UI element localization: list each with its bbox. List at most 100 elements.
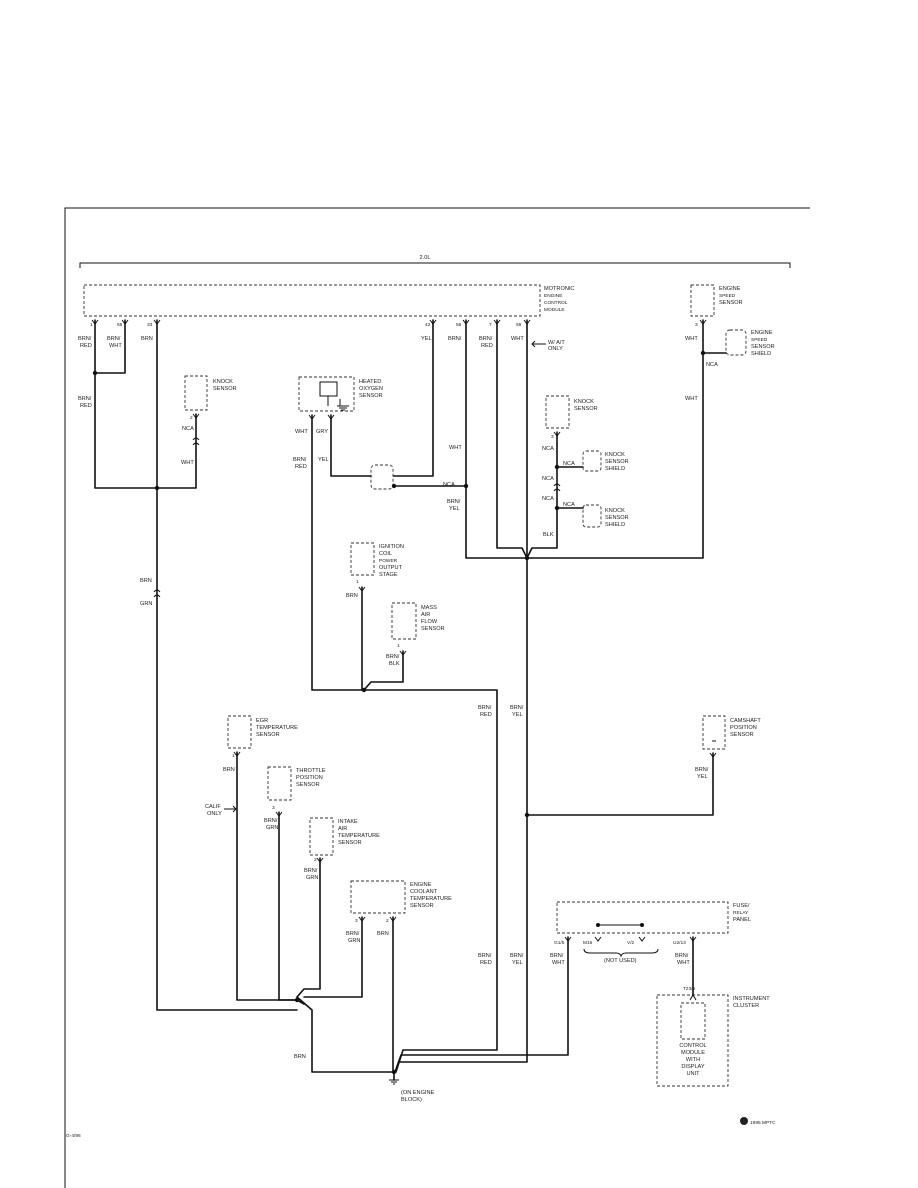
oxygen-splice-shield <box>370 464 394 490</box>
svg-text:HEATED: HEATED <box>359 379 381 385</box>
svg-text:BRN/: BRN/ <box>346 931 360 937</box>
svg-text:EGR: EGR <box>256 718 268 724</box>
svg-text:KNOCK: KNOCK <box>605 508 625 514</box>
engine-control-module: MOTRONIC ENGINE CONTROL MODULE <box>83 284 574 317</box>
intake-air-temperature-sensor: INTAKE AIR TEMPERATURE SENSOR 2 BRN/ GRN <box>304 817 380 881</box>
svg-text:BRN/: BRN/ <box>510 705 524 711</box>
svg-text:BRN/: BRN/ <box>293 457 307 463</box>
connector-arrows <box>91 319 717 1001</box>
svg-text:UNIT: UNIT <box>686 1071 700 1077</box>
svg-text:WHT: WHT <box>109 343 122 349</box>
ground: BRN (ON ENGINE BLOCK) <box>294 1054 435 1103</box>
svg-text:RED: RED <box>480 712 492 718</box>
svg-text:WHT: WHT <box>449 445 462 451</box>
svg-text:SENSOR: SENSOR <box>421 626 445 632</box>
svg-text:SPEED: SPEED <box>719 293 736 299</box>
page-frame <box>64 207 810 1188</box>
engine-speed-sensor: ENGINE SPEED SENSOR 3 WHT NCA WHT <box>685 284 743 402</box>
svg-text:KNOCK: KNOCK <box>605 452 625 458</box>
svg-text:GRN: GRN <box>306 875 318 881</box>
svg-text:GRN: GRN <box>348 938 360 944</box>
svg-text:ENGINE: ENGINE <box>719 286 741 292</box>
throttle-position-sensor: THROTTLE POSITION SENSOR 3 BRN/ GRN <box>264 766 326 831</box>
svg-text:BRN: BRN <box>294 1054 306 1060</box>
ecm-wire-labels: BRN/ RED BRN/ WHT BRN YEL BRN/ BRN/ RED … <box>78 336 565 352</box>
svg-text:INTAKE: INTAKE <box>338 819 358 825</box>
knock-sensor-2: KNOCK SENSOR 3 NCA NCA NCA NCA NCA BLK <box>542 395 598 538</box>
svg-text:NCA: NCA <box>706 362 718 368</box>
svg-text:RED: RED <box>295 464 307 470</box>
svg-text:BRN/: BRN/ <box>78 396 92 402</box>
splice-dots <box>92 350 706 1075</box>
svg-text:BRN: BRN <box>223 767 235 773</box>
svg-text:NCA: NCA <box>542 496 554 502</box>
svg-text:OUTPUT: OUTPUT <box>379 565 403 571</box>
svg-text:1: 1 <box>356 579 359 585</box>
svg-text:DISPLAY: DISPLAY <box>681 1064 704 1070</box>
svg-text:1: 1 <box>90 322 93 328</box>
svg-text:BLOCK): BLOCK) <box>401 1097 422 1103</box>
ignition-coil-power-output-stage: IGNITION COIL POWER OUTPUT STAGE 1 BRN <box>346 542 404 599</box>
svg-text:CONTROL: CONTROL <box>544 300 568 306</box>
copyright-icon <box>740 1117 748 1125</box>
svg-text:7: 7 <box>489 322 492 328</box>
svg-text:(ON ENGINE: (ON ENGINE <box>401 1090 435 1096</box>
svg-text:2: 2 <box>314 857 317 863</box>
svg-text:BLK: BLK <box>543 532 554 538</box>
svg-text:SHIELD: SHIELD <box>605 466 625 472</box>
svg-text:SENSOR: SENSOR <box>296 782 320 788</box>
svg-text:KNOCK: KNOCK <box>574 399 594 405</box>
svg-text:TEMPERATURE: TEMPERATURE <box>410 896 452 902</box>
instrument-cluster: INSTRUMENT CLUSTER T23/5 CONTROL MODULE … <box>656 986 770 1087</box>
svg-text:WHT: WHT <box>685 336 698 342</box>
svg-text:BRN/: BRN/ <box>695 767 709 773</box>
svg-text:WHT: WHT <box>511 336 524 342</box>
svg-text:1: 1 <box>232 753 235 759</box>
svg-text:RED: RED <box>481 343 493 349</box>
svg-text:FLOW: FLOW <box>421 619 438 625</box>
svg-text:MOTRONIC: MOTRONIC <box>544 286 574 292</box>
engine-coolant-temperature-sensor: ENGINE COOLANT TEMPERATURE SENSOR 3 2 BR… <box>346 880 452 944</box>
svg-text:OXYGEN: OXYGEN <box>359 386 383 392</box>
svg-text:BRN/: BRN/ <box>264 818 278 824</box>
svg-text:NCA: NCA <box>182 426 194 432</box>
svg-text:KNOCK: KNOCK <box>213 379 233 385</box>
heated-oxygen-sensor: HEATED OXYGEN SENSOR WHT GRY BRN/ RED YE… <box>293 376 383 470</box>
svg-text:INSTRUMENT: INSTRUMENT <box>733 996 770 1002</box>
svg-text:W/ A/T: W/ A/T <box>548 340 565 346</box>
svg-text:BLK: BLK <box>389 661 400 667</box>
svg-text:BRN/: BRN/ <box>479 336 493 342</box>
mass-air-flow-sensor: MASS AIR FLOW SENSOR 1 BRN/ BLK <box>386 602 445 667</box>
svg-text:3: 3 <box>355 918 358 924</box>
svg-text:SENSOR: SENSOR <box>605 515 629 521</box>
fuse-relay-panel: FUSE/ RELAY PANEL G1/5 M16 V/2 U2/13 (NO… <box>550 901 751 966</box>
left-wire-labels: BRN/ RED BRN GRN <box>78 396 152 607</box>
egr-temperature-sensor: EGR TEMPERATURE SENSOR 1 BRN <box>223 715 298 773</box>
svg-text:YEL: YEL <box>449 506 460 512</box>
svg-text:58: 58 <box>516 322 522 328</box>
svg-text:GRN: GRN <box>266 825 278 831</box>
svg-text:WHT: WHT <box>552 960 565 966</box>
svg-text:2: 2 <box>386 918 389 924</box>
svg-text:SENSOR: SENSOR <box>730 732 754 738</box>
svg-text:BRN/: BRN/ <box>304 868 318 874</box>
svg-text:ONLY: ONLY <box>548 346 563 352</box>
svg-text:RELAY: RELAY <box>733 910 749 916</box>
calif-note-line1: CALIF <box>205 804 221 810</box>
svg-text:BRN/: BRN/ <box>386 654 400 660</box>
svg-text:SENSOR: SENSOR <box>338 840 362 846</box>
svg-text:YEL: YEL <box>421 336 432 342</box>
not-used-brace <box>583 948 659 958</box>
svg-text:RED: RED <box>480 960 492 966</box>
svg-text:COIL: COIL <box>379 551 392 557</box>
knock-sensor-shield-2: KNOCK SENSOR SHIELD <box>582 504 629 528</box>
svg-text:COOLANT: COOLANT <box>410 889 438 895</box>
svg-text:NCA: NCA <box>443 482 455 488</box>
svg-text:FUSE/: FUSE/ <box>733 903 750 909</box>
svg-text:BRN: BRN <box>346 593 358 599</box>
svg-text:MODULE: MODULE <box>544 307 565 313</box>
svg-text:2: 2 <box>190 415 193 421</box>
svg-text:BRN/: BRN/ <box>675 953 689 959</box>
svg-text:SHIELD: SHIELD <box>751 351 771 357</box>
svg-text:BRN/: BRN/ <box>447 499 461 505</box>
